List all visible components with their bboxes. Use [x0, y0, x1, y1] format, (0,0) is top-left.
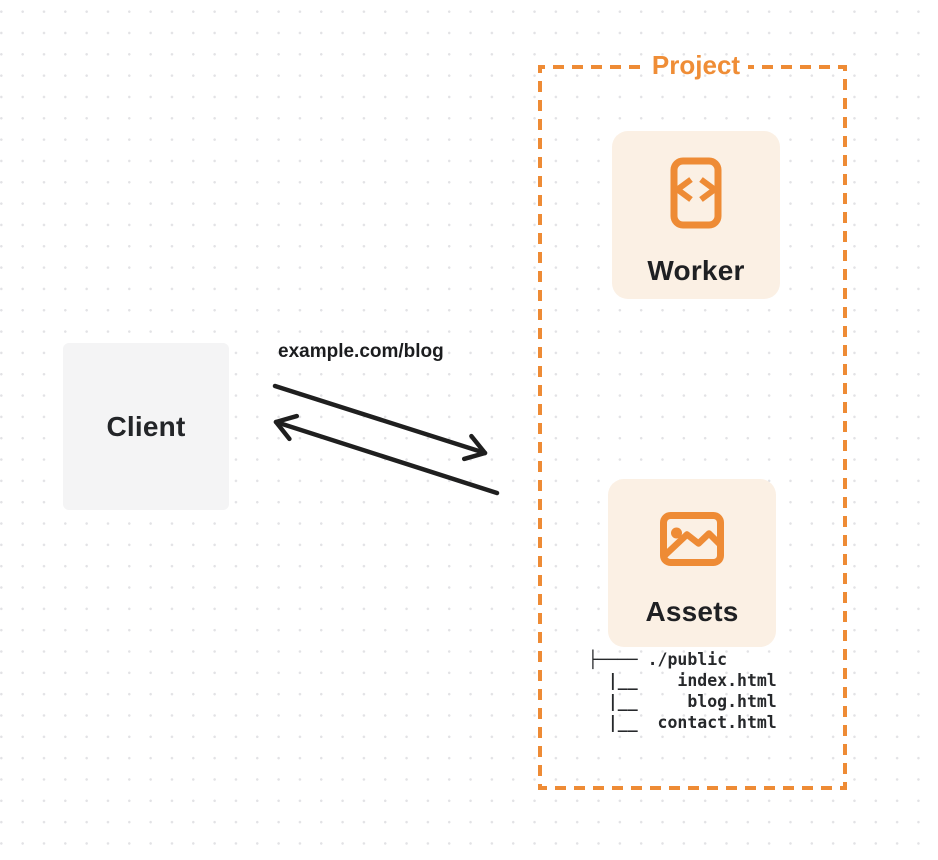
image-icon — [660, 512, 724, 566]
response-arrowhead-icon — [273, 413, 300, 442]
assets-label: Assets — [645, 596, 739, 627]
request-arrow-shaft — [272, 383, 488, 456]
project-label: Project — [651, 50, 741, 80]
request-response-arrows — [272, 383, 500, 496]
worker-label: Worker — [647, 255, 745, 286]
response-arrow-shaft — [273, 419, 500, 496]
assets-file-tree: ├──── ./public |__ index.html |__ blog.h… — [588, 650, 777, 732]
project-boundary-border — [538, 65, 847, 790]
assets-card: Assets — [608, 479, 776, 647]
client-box: Client — [63, 343, 229, 510]
request-arrowhead-icon — [461, 433, 488, 462]
code-document-icon — [670, 157, 722, 228]
dashed-border-path — [538, 65, 847, 790]
client-label: Client — [106, 410, 186, 442]
worker-card: Worker — [612, 131, 780, 299]
request-url-label: example.com/blog — [278, 341, 444, 362]
